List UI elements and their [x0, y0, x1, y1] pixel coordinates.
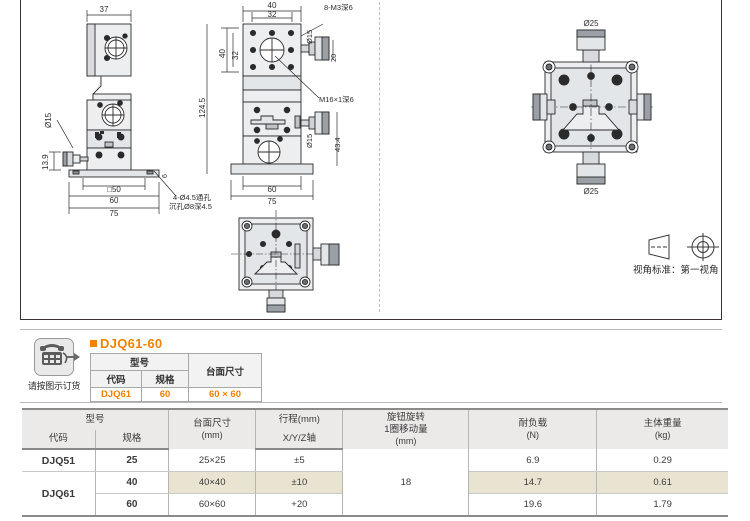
spec-header-knob: 旋钮旋转 1圈移动量 (mm) — [342, 408, 470, 449]
order-value-table-size: 60 × 60 — [188, 387, 262, 402]
dim-60-front: 60 — [268, 185, 277, 194]
spec-header-weight-l2: (kg) — [654, 429, 671, 440]
order-value-row: DJQ61 60 60 × 60 — [90, 387, 262, 402]
row-knob-value: 18 — [342, 449, 470, 517]
plan-view — [231, 210, 340, 313]
spec-header-table-size-l1: 台面尺寸 — [193, 417, 232, 429]
order-header-row-2: 代码 规格 — [90, 370, 262, 388]
dim-32-top: 32 — [268, 10, 277, 19]
bullet-square-icon — [90, 340, 97, 347]
row-table-size-1: 40×40 — [168, 471, 257, 494]
front-elevation-view: 40 32 40 32 124.5 8-M3深6 Ø15 20 M16×1深6 … — [198, 1, 354, 206]
spec-header-stroke-l2: X/Y/Z轴 — [255, 430, 344, 450]
order-header-code: 代码 — [90, 370, 142, 388]
order-bottom-rule — [20, 402, 722, 403]
spec-header-row-2: 代码 规格 X/Y/Z轴 — [22, 430, 728, 450]
order-header-row-1: 型号 台面尺寸 — [90, 353, 262, 388]
note-m16: M16×1深6 — [319, 95, 354, 104]
row-weight-0: 0.29 — [596, 449, 728, 472]
dim-square50: □50 — [107, 185, 121, 194]
specification-table-wrap: 型号 台面尺寸 (mm) 行程(mm) 旋钮旋转 1圈移动量 (mm) 耐负载 … — [22, 408, 728, 517]
row-load-0: 6.9 — [468, 449, 598, 472]
spec-header-weight: 主体重量 (kg) — [596, 408, 728, 449]
order-top-rule — [20, 329, 722, 330]
spec-header-model: 型号 — [22, 408, 170, 430]
spec-header-load-l1: 耐负载 — [518, 417, 548, 429]
dim-75: 75 — [110, 209, 119, 218]
pointing-hand-icon — [66, 350, 84, 364]
order-header-spec: 规格 — [141, 370, 189, 388]
dim-124-5: 124.5 — [198, 97, 207, 118]
spec-header-stroke-l1: 行程(mm) — [255, 408, 344, 430]
order-value-spec: 60 — [141, 387, 189, 402]
spec-header-code: 代码 — [22, 430, 96, 450]
view-standard-label: 视角标准：第一视角 — [633, 265, 719, 276]
order-model-title: DJQ61-60 — [90, 336, 162, 351]
row-stroke-2: +20 — [255, 493, 344, 517]
spec-header-spec: 规格 — [94, 430, 170, 450]
note-counterbore: 沉孔Ø8深4.5 — [169, 202, 212, 211]
spec-header-load: 耐负载 (N) — [468, 408, 598, 449]
view-standard-symbol — [648, 233, 719, 261]
row-weight-2: 1.79 — [596, 493, 728, 517]
row-stroke-0: ±5 — [255, 449, 344, 472]
dim-32-left: 32 — [231, 51, 240, 60]
row-weight-1: 0.61 — [596, 471, 728, 494]
dim-43-4: 43.4 — [333, 137, 342, 152]
top-plan-view: Ø25 Ø25 — [531, 19, 653, 196]
order-header-table-size: 台面尺寸 — [188, 353, 262, 388]
spec-header-table-size-l2: (mm) — [201, 429, 223, 440]
row-load-1: 14.7 — [468, 471, 598, 494]
order-note: 请按图示订货 — [27, 381, 81, 391]
spec-header-table-size: 台面尺寸 (mm) — [168, 408, 257, 449]
note-through-hole: 4-Ø4.5通孔 — [173, 192, 211, 202]
row-table-size-2: 60×60 — [168, 493, 257, 517]
note-8-m3: 8-M3深6 — [324, 3, 353, 12]
order-icon-group: 请按图示订货 — [22, 338, 86, 392]
row-load-2: 19.6 — [468, 493, 598, 517]
row-spec-0: 25 — [94, 449, 170, 472]
dim-6: 6 — [162, 174, 169, 178]
spec-header-knob-l1: 旋钮旋转 — [386, 412, 425, 423]
dim-d15-bot: Ø15 — [305, 134, 314, 148]
table-row: 60 60×60 +20 19.6 1.79 — [22, 493, 728, 517]
dim-d25-bottom: Ø25 — [583, 187, 599, 196]
row-code-0: DJQ51 — [22, 449, 96, 472]
dim-40-top: 40 — [268, 1, 277, 10]
order-example-table: 型号 台面尺寸 代码 规格 DJQ61 60 60 × 60 — [90, 353, 262, 402]
dim-d25-top: Ø25 — [583, 19, 599, 28]
technical-drawing-panel: 37 □50 60 75 Ø15 13.9 6 4-Ø4.5通孔 沉孔Ø8深4.… — [20, 0, 722, 320]
spec-header-knob-l2: 1圈移动量 — [384, 423, 428, 435]
dim-40-left: 40 — [218, 49, 227, 58]
spec-header-row-1: 型号 台面尺寸 (mm) 行程(mm) 旋钮旋转 1圈移动量 (mm) 耐负载 … — [22, 408, 728, 449]
side-elevation-view: 37 □50 60 75 Ø15 13.9 6 4-Ø4.5通孔 沉孔Ø8深4.… — [41, 5, 212, 218]
row-stroke-1: ±10 — [255, 471, 344, 494]
dim-37: 37 — [100, 5, 109, 14]
row-code-1: DJQ61 — [22, 471, 96, 517]
row-spec-2: 60 — [94, 493, 170, 517]
specification-table: 型号 台面尺寸 (mm) 行程(mm) 旋钮旋转 1圈移动量 (mm) 耐负载 … — [22, 408, 728, 517]
table-row: DJQ51 25 25×25 ±5 18 6.9 0.29 — [22, 449, 728, 517]
spec-header-weight-l1: 主体重量 — [643, 417, 682, 429]
order-model-code: DJQ61-60 — [100, 336, 163, 351]
panel-divider — [379, 2, 380, 312]
dim-13-9: 13.9 — [41, 154, 50, 170]
dim-20: 20 — [329, 54, 338, 62]
dim-d15-top: Ø15 — [305, 30, 314, 44]
dim-d15: Ø15 — [44, 112, 53, 128]
dim-75-front: 75 — [268, 197, 277, 206]
spec-header-load-l2: (N) — [526, 429, 540, 440]
order-example-block: 请按图示订货 DJQ61-60 型号 台面尺寸 代码 规格 DJQ61 60 6… — [20, 336, 350, 402]
order-header-model: 型号 — [90, 353, 189, 371]
table-row: DJQ61 40 40×40 ±10 14.7 0.61 — [22, 471, 728, 517]
dim-60: 60 — [110, 196, 119, 205]
order-value-code: DJQ61 — [90, 387, 142, 402]
row-table-size-0: 25×25 — [168, 449, 257, 472]
spec-header-knob-l3: (mm) — [395, 435, 417, 446]
row-spec-1: 40 — [94, 471, 170, 494]
